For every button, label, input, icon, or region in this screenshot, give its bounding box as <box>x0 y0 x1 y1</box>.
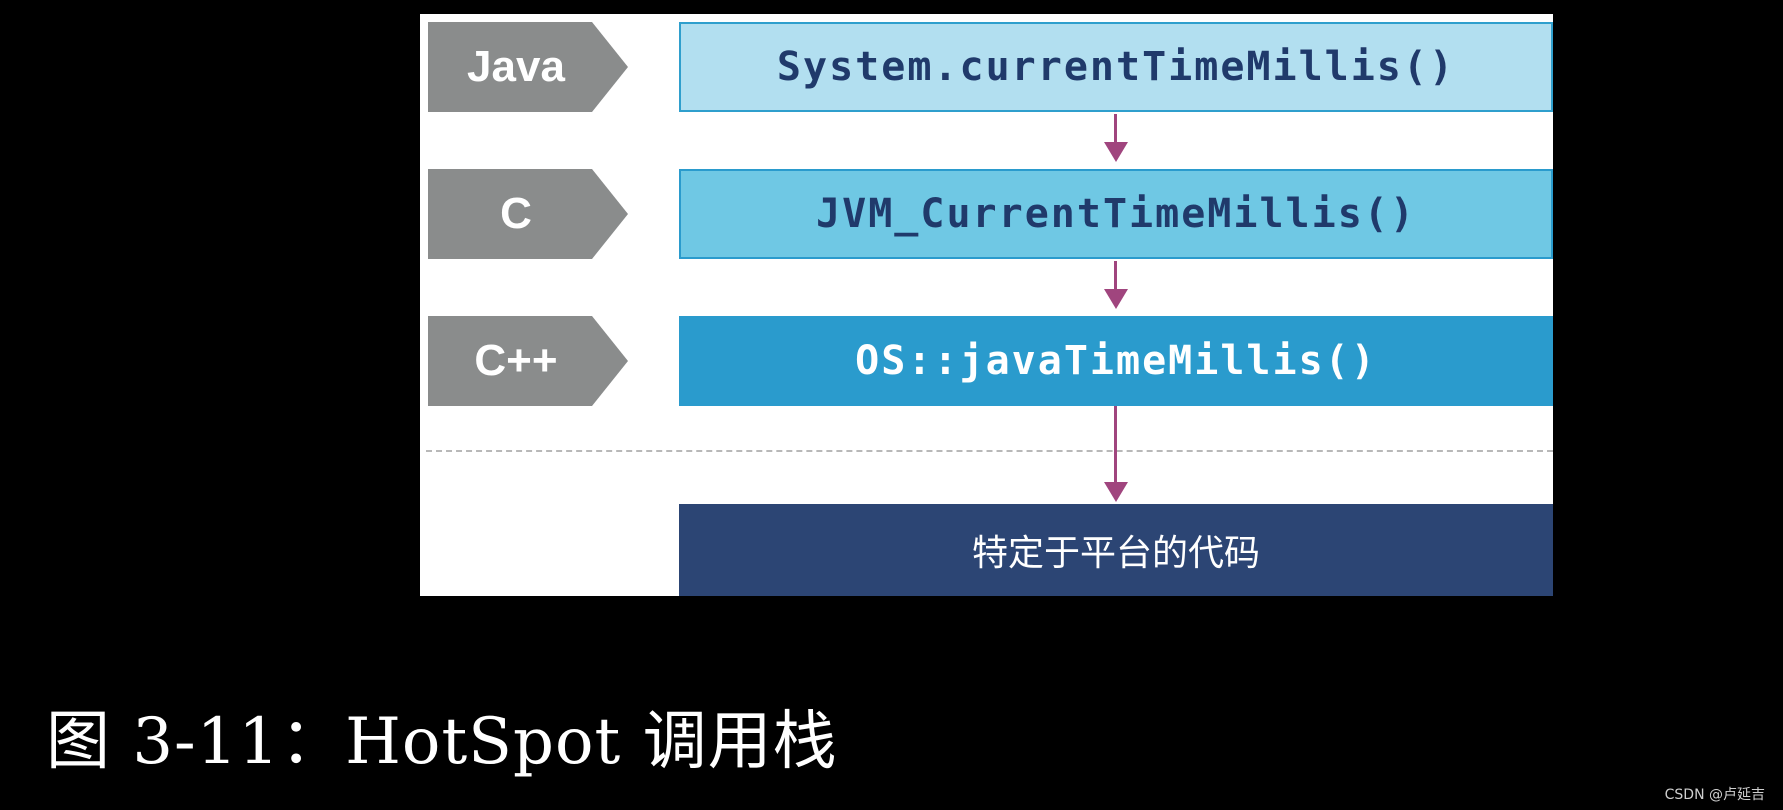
arrow-cpp-to-platform-line <box>1114 406 1117 486</box>
call-stack-diagram: Java System.currentTimeMillis() C JVM_Cu… <box>420 14 1553 596</box>
cpp-layer-tag: C++ <box>428 316 628 406</box>
arrow-c-to-cpp-line <box>1114 261 1117 293</box>
arrow-c-to-cpp-head-icon <box>1104 289 1128 309</box>
figure-caption: 图 3-11：HotSpot 调用栈 <box>46 705 838 779</box>
c-layer-tag: C <box>428 169 628 259</box>
platform-separator-line <box>426 450 1553 452</box>
arrow-java-to-c-head-icon <box>1104 142 1128 162</box>
cpp-call-box: OS::javaTimeMillis() <box>679 316 1553 406</box>
arrow-cpp-to-platform-head-icon <box>1104 482 1128 502</box>
platform-specific-code-box: 特定于平台的代码 <box>679 504 1553 596</box>
java-call-box: System.currentTimeMillis() <box>679 22 1553 112</box>
c-call-box: JVM_CurrentTimeMillis() <box>679 169 1553 259</box>
arrow-java-to-c-line <box>1114 114 1117 146</box>
java-layer-tag: Java <box>428 22 628 112</box>
watermark: CSDN @卢延吉 <box>1664 787 1765 803</box>
